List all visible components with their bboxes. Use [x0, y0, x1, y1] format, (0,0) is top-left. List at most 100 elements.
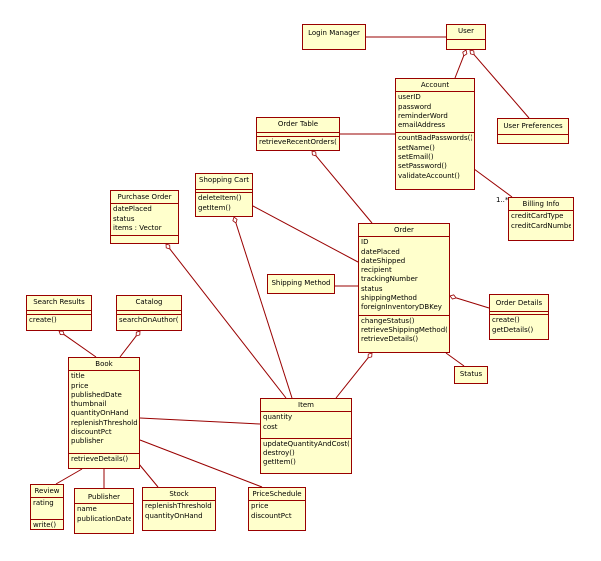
attributes-section: title price publishedDate thumbnail quan…: [69, 370, 139, 448]
class-name: Review: [34, 487, 60, 495]
operation: setName(): [398, 143, 435, 152]
class-name: Billing Info: [522, 200, 560, 208]
attributes-section: [498, 134, 568, 141]
class-name: Item: [298, 401, 314, 409]
class-order: Order ID datePlaced dateShipped recipien…: [358, 223, 450, 353]
association-shoppingcart-item: [235, 222, 293, 399]
operation: getItem(): [198, 203, 231, 212]
class-search-results: Search Results create(): [26, 295, 92, 331]
attribute: replenishThreshold: [71, 418, 137, 427]
class-login-manager: Login Manager: [302, 24, 366, 50]
attributes-section: [196, 189, 252, 192]
attribute: rating: [33, 499, 54, 508]
operations-section: create(): [27, 314, 91, 327]
operations-section: countBadPasswords() setName() setEmail()…: [396, 132, 474, 182]
aggregation-diamond-user-account: [462, 49, 468, 57]
attribute: trackingNumber: [361, 275, 418, 284]
association-shoppingcart-order: [252, 205, 359, 263]
class-name: Order Details: [495, 299, 543, 307]
association-order-status: [445, 352, 465, 367]
attribute: price: [251, 502, 269, 511]
class-order-table: Order Table retrieveRecentOrders(): [256, 117, 340, 151]
attributes-section: rating: [31, 497, 63, 518]
attribute: userID: [398, 93, 421, 102]
association-purchaseorder-item: [169, 248, 287, 399]
class-name: User: [458, 27, 474, 35]
attribute: reminderWord: [398, 111, 448, 120]
operations-section: [111, 235, 178, 238]
class-name: Status: [459, 370, 483, 378]
class-account: Account userID password reminderWord ema…: [395, 78, 475, 190]
attribute: shippingMethod: [361, 294, 417, 303]
aggregation-diamond-shoppingcart-item: [232, 216, 238, 224]
attribute: discountPct: [71, 428, 112, 437]
class-name: Account: [420, 81, 450, 89]
attribute: title: [71, 372, 85, 381]
aggregation-diamond-searchresults-book: [58, 330, 65, 336]
class-user-preferences: User Preferences: [497, 118, 569, 144]
class-name: Publisher: [87, 493, 121, 501]
operation: updateQuantityAndCost(): [263, 439, 349, 448]
association-account-billing: [469, 165, 513, 198]
attribute: quantityOnHand: [145, 511, 203, 520]
class-item: Item quantity cost updateQuantityAndCost…: [260, 398, 352, 474]
association-user-account: [454, 55, 465, 79]
attribute: replenishThreshold: [145, 502, 212, 511]
class-name: Stock: [169, 490, 189, 498]
class-name: Search Results: [33, 298, 85, 306]
class-name: Purchase Order: [117, 193, 172, 201]
class-name: Book: [95, 360, 113, 368]
class-user: User: [446, 24, 486, 50]
association-book-item: [139, 417, 261, 425]
operation: changeStatus(): [361, 316, 415, 325]
operation: write(): [33, 520, 57, 529]
operations-section: updateQuantityAndCost() destroy() getIte…: [261, 437, 351, 470]
class-name: PriceSchedule: [252, 490, 302, 498]
operations-section: searchOnAuthor(): [117, 314, 181, 327]
association-order-orderdetails: [455, 297, 490, 309]
attributes-section: quantity cost: [261, 411, 351, 438]
operations-section: retrieveRecentOrders(): [257, 136, 339, 149]
class-price-schedule: PriceSchedule price discountPct: [248, 487, 306, 531]
association-book-review: [55, 468, 83, 485]
attribute: datePlaced: [113, 205, 152, 214]
aggregation-diamond-user-userprefs: [469, 49, 475, 56]
operation: create(): [29, 316, 57, 325]
class-stock: Stock replenishThreshold quantityOnHand: [142, 487, 216, 531]
attributes-section: [27, 310, 91, 314]
operations-section: deleteItem() getItem(): [196, 192, 252, 215]
operation: validateAccount(): [398, 171, 460, 180]
attribute: publishedDate: [71, 390, 122, 399]
attribute: status: [361, 284, 383, 293]
attributes-section: creditCardType creditCardNumber: [509, 210, 573, 233]
attribute: cost: [263, 422, 278, 431]
attribute: creditCardType: [511, 212, 564, 221]
attribute: recipient: [361, 266, 392, 275]
attribute: ID: [361, 238, 369, 247]
attribute: status: [113, 214, 135, 223]
attribute: foreignInventoryDBKey: [361, 303, 442, 312]
attribute: quantity: [263, 413, 293, 422]
association-order-item: [335, 357, 369, 399]
aggregation-diamond-catalog-book: [135, 330, 141, 337]
operation: searchOnAuthor(): [119, 316, 179, 325]
operation: setPassword(): [398, 162, 447, 171]
attributes-section: [117, 310, 181, 314]
operation: getItem(): [263, 458, 296, 467]
operation: countBadPasswords(): [398, 134, 472, 143]
aggregation-diamond-order-item: [367, 352, 373, 359]
attribute: thumbnail: [71, 400, 107, 409]
class-purchase-order: Purchase Order datePlaced status items :…: [110, 190, 179, 244]
operation: getDetails(): [492, 325, 534, 334]
operation: retrieveShippingMethod(): [361, 325, 447, 334]
operation: deleteItem(): [198, 194, 242, 203]
attributes-section: replenishThreshold quantityOnHand: [143, 500, 215, 523]
class-status: Status: [454, 366, 488, 384]
attribute: quantityOnHand: [71, 409, 129, 418]
operations-section: changeStatus() retrieveShippingMethod() …: [359, 314, 449, 347]
class-name: Shopping Cart: [199, 176, 249, 184]
attribute: password: [398, 102, 432, 111]
attribute: discountPct: [251, 511, 292, 520]
association-ordertable-order: [315, 155, 373, 224]
